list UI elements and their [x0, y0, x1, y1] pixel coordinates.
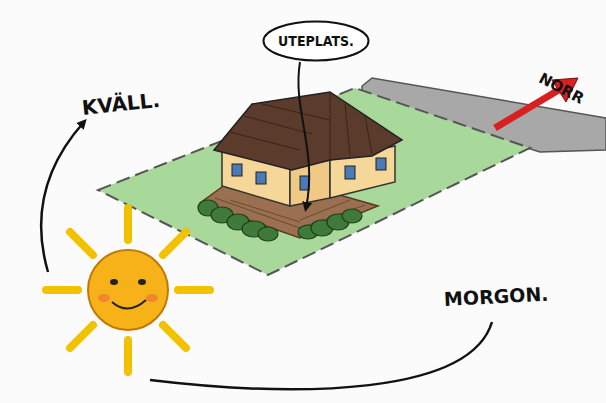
bubble-ellipse: [264, 22, 369, 61]
sun-path-line: [150, 322, 492, 389]
callout-text: UTEPLATS.: [278, 33, 354, 49]
roof-lines: [230, 92, 372, 160]
leader-arrow: [298, 62, 309, 208]
lawn: [98, 88, 530, 275]
direction-label: KVÄLL.: [81, 88, 161, 120]
callout-bubble: UTEPLATS.: [262, 20, 370, 62]
sun: [46, 208, 210, 372]
direction-label: MORGON.: [443, 283, 549, 310]
sun-path-arrow: [41, 122, 84, 272]
hedge: [198, 200, 362, 241]
